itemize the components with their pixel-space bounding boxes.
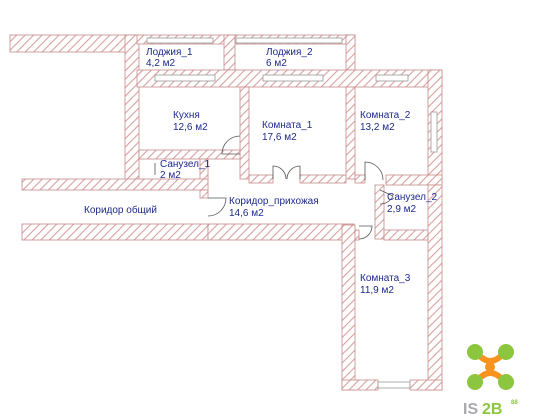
wall-room3-left xyxy=(341,224,356,391)
label-hallway-area: 14,6 м2 xyxy=(229,208,264,219)
door-room1-left xyxy=(272,165,287,180)
wall-bath2-left xyxy=(374,184,385,240)
wall-top-left xyxy=(9,34,138,53)
label-loggia-2-name: Лоджия_2 xyxy=(266,47,313,58)
window-kitchen xyxy=(154,74,216,82)
door-entrance xyxy=(207,197,227,217)
label-room1-name: Комната_1 xyxy=(262,120,313,131)
door-kitchen xyxy=(221,135,241,155)
wall-kitchen-bottom xyxy=(138,149,241,160)
wall-right-lower xyxy=(427,184,443,391)
label-loggia-1-name: Лоджия_1 xyxy=(146,47,193,58)
label-kitchen-name: Кухня xyxy=(173,110,200,121)
label-bath1-name: Санузел_1 xyxy=(160,159,211,170)
window-room2-right xyxy=(430,111,438,153)
logo-mark xyxy=(467,344,514,390)
wall-room1-bottom xyxy=(248,174,274,184)
wall-hallway-bottom xyxy=(207,223,355,241)
wall-room1-room2 xyxy=(345,86,356,180)
window-loggia-1 xyxy=(146,37,214,44)
wall-common-corridor-bottom xyxy=(21,223,209,241)
window-loggia-2 xyxy=(235,37,343,44)
wall-room1-bottom-right xyxy=(299,174,347,184)
logo-text-is: IS xyxy=(463,401,478,418)
label-loggia-1-area: 4,2 м2 xyxy=(146,58,176,69)
is2b-logo: IS 2B 88 xyxy=(463,344,518,418)
wall-loggia-divider xyxy=(223,34,236,71)
wall-room3-bottom-right xyxy=(409,379,443,391)
label-room2-area: 13,2 м2 xyxy=(360,122,395,133)
label-hallway-name: Коридор_прихожая xyxy=(229,196,319,207)
label-loggia-2-area: 6 м2 xyxy=(266,58,287,69)
label-kitchen-area: 12,6 м2 xyxy=(173,122,208,133)
wall-kitchen-room1 xyxy=(239,86,250,180)
wall-door-stub xyxy=(199,189,209,199)
wall-bath2-bottom xyxy=(383,229,429,241)
wall-room3-bottom-left xyxy=(341,379,379,391)
wall-left-vertical xyxy=(124,34,140,181)
logo-text-2b: 2B xyxy=(482,401,502,418)
door-room2 xyxy=(364,161,384,181)
wall-room2-bottom-right xyxy=(385,174,443,186)
wall-common-corridor-top xyxy=(21,178,209,191)
window-room3 xyxy=(377,381,411,389)
room-labels: Лоджия_1 4,2 м2 Лоджия_2 6 м2 Кухня 12,6… xyxy=(84,47,438,296)
label-room1-area: 17,6 м2 xyxy=(262,132,297,143)
label-room3-name: Комната_3 xyxy=(360,273,411,284)
window-room1 xyxy=(262,74,324,82)
wall-room3-top-left xyxy=(354,229,360,241)
door-bath2 xyxy=(379,189,394,205)
label-bath1-area: 2 м2 xyxy=(160,170,181,181)
wall-loggia-right xyxy=(345,34,356,71)
label-room2-name: Комната_2 xyxy=(360,110,411,121)
doors xyxy=(154,135,394,240)
door-room1-right xyxy=(286,165,301,180)
label-common-corridor: Коридор общий xyxy=(84,204,157,216)
window-room2 xyxy=(375,74,409,82)
door-room3 xyxy=(358,225,373,240)
walls xyxy=(9,34,443,391)
label-bath2-area: 2,9 м2 xyxy=(387,204,417,215)
label-room3-area: 11,9 м2 xyxy=(360,285,394,296)
windows xyxy=(146,37,438,389)
wall-room2-bottom xyxy=(354,174,366,184)
label-bath2-name: Санузел_2 xyxy=(387,192,438,203)
logo-text-sup: 88 xyxy=(511,400,518,406)
